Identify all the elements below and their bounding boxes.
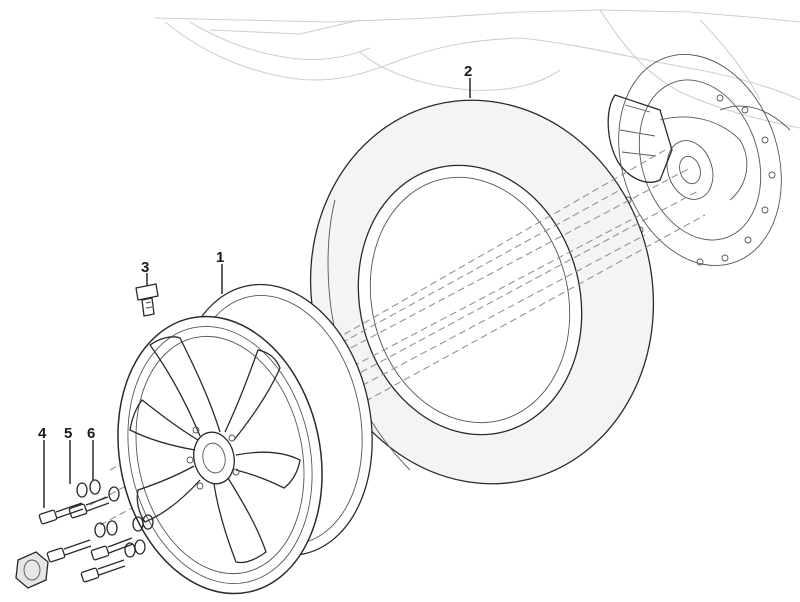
wheel-bolts bbox=[38, 496, 134, 583]
leader-lines bbox=[43, 78, 471, 508]
callout-1: 1 bbox=[216, 249, 224, 266]
hub-nut bbox=[15, 551, 49, 589]
tyre-valve bbox=[135, 283, 159, 317]
callout-6: 6 bbox=[87, 425, 95, 442]
scooter-body-outline bbox=[154, 9, 800, 129]
wheel-spokes bbox=[129, 336, 301, 564]
washers bbox=[76, 479, 154, 558]
brake-disc-assembly bbox=[607, 54, 791, 266]
callout-2: 2 bbox=[464, 63, 472, 80]
callout-3: 3 bbox=[141, 259, 149, 276]
tyre bbox=[309, 99, 655, 485]
callout-4: 4 bbox=[38, 425, 47, 442]
callout-5: 5 bbox=[64, 425, 72, 442]
wheel-rim bbox=[117, 283, 373, 595]
